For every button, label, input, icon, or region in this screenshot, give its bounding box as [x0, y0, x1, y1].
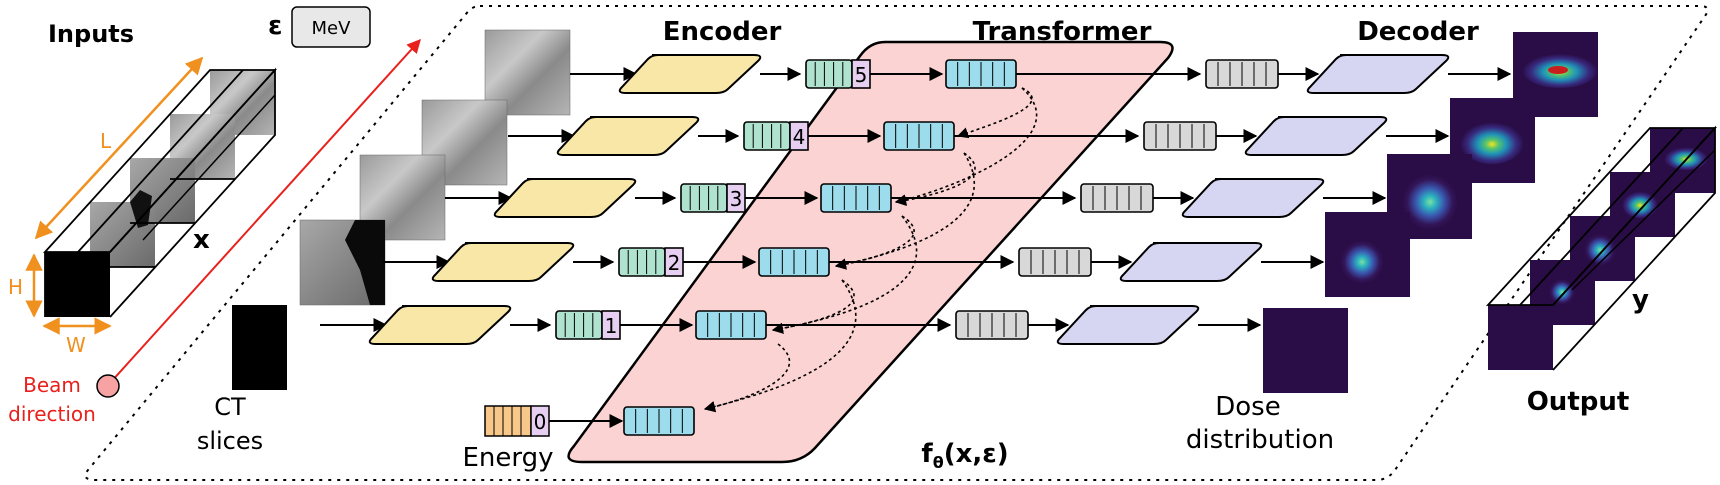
row-5-position-index: 5: [855, 63, 868, 87]
function-args: (x,ε): [944, 439, 1009, 469]
row-5-decoder-block: [1306, 54, 1450, 94]
pipeline-rows: 5 4 3 2 1: [320, 54, 1512, 436]
transformer-block: [567, 40, 1174, 464]
ct-slices: [232, 29, 571, 390]
row-1-embedding-token: [555, 310, 603, 340]
input-ct-volume: [42, 67, 278, 318]
dose-slices: [1263, 32, 1598, 393]
energy-token-index: 0: [534, 410, 547, 434]
energy-unit-box: [291, 6, 371, 48]
beam-source-dot: [96, 374, 120, 398]
row-5-encoder-block: [618, 54, 762, 94]
row-4-encoder-block: [556, 116, 700, 156]
dim-W-label: W: [66, 333, 86, 357]
row-4-position-index: 4: [793, 125, 806, 149]
dim-L-label: L: [100, 129, 112, 153]
energy-token: 0: [484, 405, 550, 437]
energy-unit-label: MeV: [312, 18, 352, 39]
transformer-title: Transformer: [973, 17, 1152, 47]
row-3-encoder-block: [493, 178, 637, 218]
row-3-decoder-block: [1181, 178, 1325, 218]
beam-label-line1: Beam: [23, 373, 81, 397]
function-subscript: θ: [933, 453, 944, 472]
model-function-label: fθ(x,ε): [921, 439, 1008, 472]
dim-L-arrow: [34, 56, 204, 240]
row-2-embedding-token: [618, 247, 666, 277]
dose-label-line2: distribution: [1186, 425, 1334, 455]
row-1-encoder-block: [368, 305, 512, 345]
beam-direction-arrow: [109, 38, 421, 384]
row-2-encoder-block: [431, 242, 575, 282]
decoder-title: Decoder: [1357, 17, 1479, 47]
row-3-position-index: 3: [730, 187, 743, 211]
row-1-position-index: 1: [605, 314, 618, 338]
row-2-decoder-block: [1119, 242, 1263, 282]
attention-arcs: [703, 87, 1038, 413]
dose-label-line1: Dose: [1215, 392, 1280, 422]
energy-label: Energy: [462, 443, 553, 473]
row-4-decoder-block: [1244, 116, 1388, 156]
beam-label-line2: direction: [8, 402, 96, 426]
row-4-embedding-token: [743, 121, 791, 151]
row-3-embedding-token: [680, 183, 728, 213]
inputs-title: Inputs: [48, 20, 134, 48]
output-title: Output: [1527, 387, 1630, 417]
row-5-embedding-token: [805, 59, 853, 89]
row-1-decoder-block: [1056, 305, 1200, 345]
ct-label-line1: CT: [214, 393, 246, 421]
encoder-title: Encoder: [663, 17, 782, 47]
energy-symbol: ε: [268, 11, 282, 41]
output-y-label: y: [1632, 285, 1649, 315]
input-x-label: x: [193, 225, 210, 255]
ct-label-line2: slices: [197, 427, 263, 455]
dim-H-label: H: [8, 275, 23, 299]
row-2-position-index: 2: [668, 251, 681, 275]
output-dose-volume: [1485, 125, 1718, 371]
